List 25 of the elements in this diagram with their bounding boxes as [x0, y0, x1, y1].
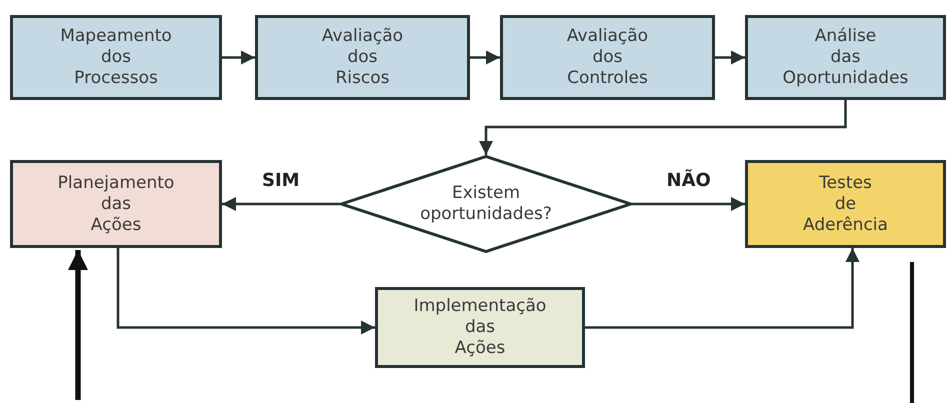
process-box [255, 15, 470, 100]
process-box [745, 15, 946, 100]
arrow [632, 197, 745, 211]
node-text: Análise das Oportunidades [782, 26, 908, 89]
arrow [479, 100, 847, 155]
node-text: Existem oportunidades? [420, 183, 552, 225]
process-box [500, 15, 715, 100]
arrow [68, 250, 88, 400]
decision-diamond [340, 155, 632, 253]
process-box [10, 160, 222, 248]
arrow [470, 50, 500, 64]
arrow [116, 248, 375, 334]
node-text: Implementação das Ações [414, 296, 546, 359]
node-text: Testes de Aderência [803, 172, 888, 236]
arrow [585, 248, 860, 329]
process-box [10, 15, 222, 100]
node-text: Planejamento das Ações [58, 172, 174, 236]
arrow [715, 50, 745, 64]
arrow [222, 197, 340, 211]
process-box [745, 160, 946, 248]
node-text: Avaliação dos Controles [566, 26, 648, 89]
node-text: Mapeamento dos Processos [60, 26, 172, 89]
arrow [222, 50, 255, 64]
node-text: Avaliação dos Riscos [322, 26, 404, 89]
process-box [375, 287, 585, 368]
